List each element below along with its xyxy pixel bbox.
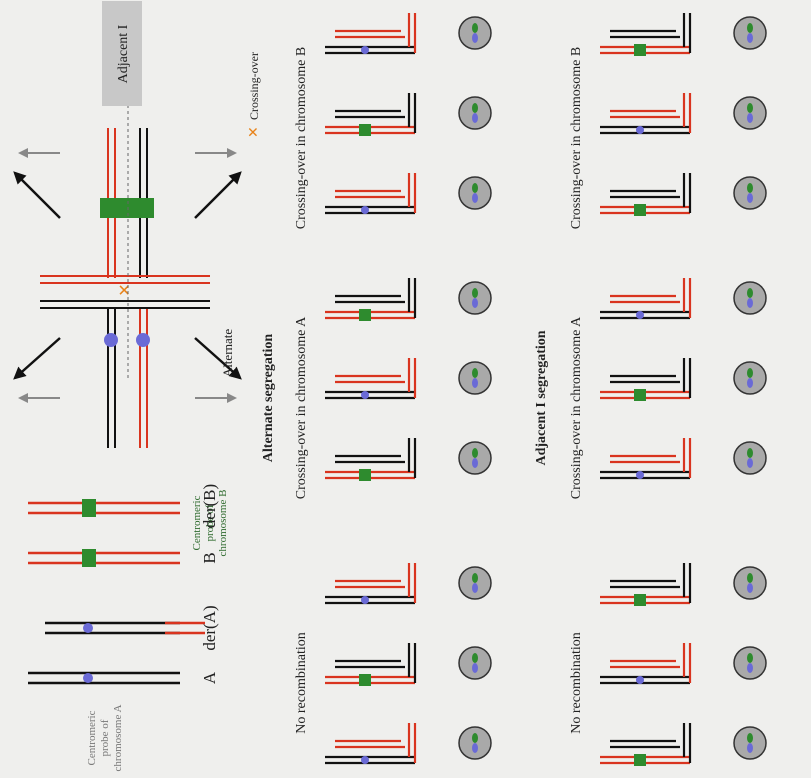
gamete-unit [600, 438, 767, 480]
chromosome-der-a [45, 621, 205, 635]
quadrivalent: ✕ [40, 78, 210, 448]
gamete-unit [325, 563, 492, 605]
label-der-b: der(B) [200, 484, 219, 528]
alternate-gametes [325, 13, 492, 765]
alternate-segregation-title: Alternate segregation [261, 334, 276, 463]
svg-text:Centromeric: Centromeric [191, 495, 203, 550]
segregation-arrows [13, 148, 242, 403]
svg-text:Crossing-over: Crossing-over [247, 52, 261, 120]
gamete-unit [600, 358, 767, 401]
legend-crossover: ✕ Crossing-over [246, 52, 262, 138]
gamete-unit [325, 643, 492, 686]
svg-text:✕: ✕ [246, 126, 262, 138]
label-a: A [200, 671, 219, 684]
gamete-unit [600, 643, 767, 685]
gamete-unit [325, 13, 492, 55]
adjacent-panel [102, 1, 142, 106]
adjacent-segregation-title: Adjacent I segregation [534, 330, 549, 465]
adjacent-gametes [600, 13, 767, 766]
svg-text:chromosome A: chromosome A [112, 704, 124, 771]
gamete-unit [600, 723, 767, 766]
gamete-unit [325, 93, 492, 136]
chromosome-a [28, 671, 180, 685]
gamete-unit [600, 563, 767, 606]
chromosome-der-b [28, 499, 180, 517]
gamete-unit [325, 438, 492, 481]
adjacent-label: Adjacent I [116, 24, 131, 83]
alternate-label: Alternate [220, 329, 235, 378]
alt-col-crossover-a: Crossing-over in chromosome A [294, 316, 309, 499]
gamete-unit [600, 278, 767, 320]
gamete-unit [600, 13, 767, 56]
svg-text:✕: ✕ [115, 283, 134, 296]
svg-text:chromosome B: chromosome B [217, 490, 229, 557]
svg-text:probe of: probe of [99, 719, 111, 756]
chromosome-b [28, 549, 180, 567]
alt-col-crossover-b: Crossing-over in chromosome B [294, 47, 309, 229]
gamete-unit [325, 723, 492, 765]
alt-col-no-recombination: No recombination [294, 632, 309, 733]
svg-text:Centromeric: Centromeric [86, 710, 98, 765]
label-der-a: der(A) [200, 605, 219, 650]
adj-col-crossover-b: Crossing-over in chromosome B [569, 47, 584, 229]
gamete-unit [600, 93, 767, 135]
adj-col-no-recombination: No recombination [569, 632, 584, 733]
adj-col-crossover-a: Crossing-over in chromosome A [569, 316, 584, 499]
gamete-unit [325, 358, 492, 400]
svg-text:probe of: probe of [204, 504, 216, 541]
label-b: B [200, 552, 219, 563]
probe-b-label: Centromeric probe of chromosome B [191, 490, 229, 557]
gamete-unit [325, 173, 492, 215]
probe-a-label: Centromeric probe of chromosome A [86, 704, 124, 771]
gamete-unit [325, 278, 492, 321]
gamete-unit [600, 173, 767, 216]
